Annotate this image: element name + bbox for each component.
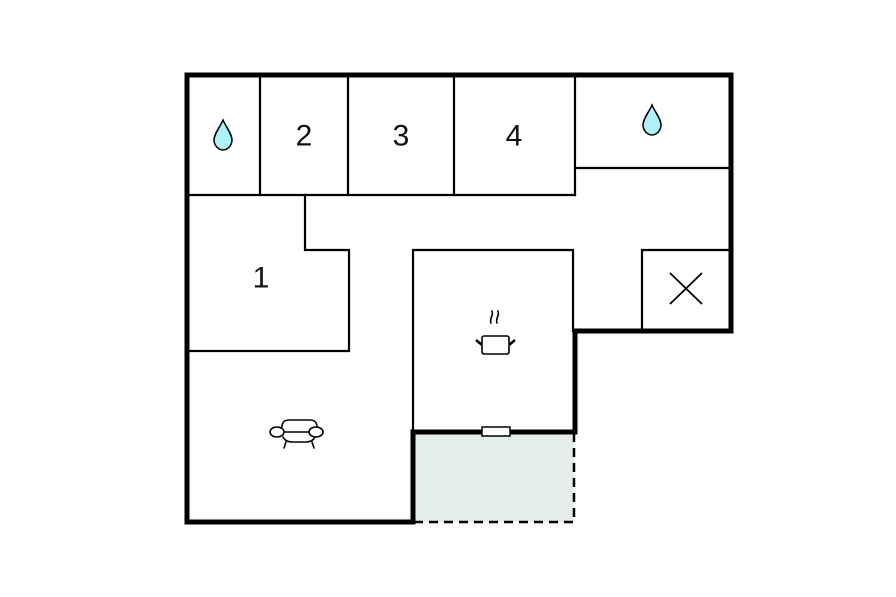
wall-kitchen xyxy=(411,248,575,434)
terrace-dashed-edge xyxy=(414,432,576,524)
window xyxy=(481,426,511,437)
water-drop-icon xyxy=(213,118,233,151)
terrace-fill xyxy=(414,432,574,522)
terrace xyxy=(414,432,576,524)
inner-walls xyxy=(185,73,733,434)
room-label-4: 4 xyxy=(506,120,523,153)
room-label-3: 3 xyxy=(393,120,410,153)
outer-wall-outline xyxy=(184,72,734,525)
water-drop-icon xyxy=(642,103,662,136)
room-label-1: 1 xyxy=(253,262,270,295)
wall-room1 xyxy=(185,193,351,353)
x-cross-icon xyxy=(669,272,703,305)
sofa-icon xyxy=(269,419,324,449)
room-label-2: 2 xyxy=(296,120,313,153)
wall-utility xyxy=(640,248,733,333)
cooking-pot-icon xyxy=(475,310,516,355)
outer-walls xyxy=(184,72,734,525)
